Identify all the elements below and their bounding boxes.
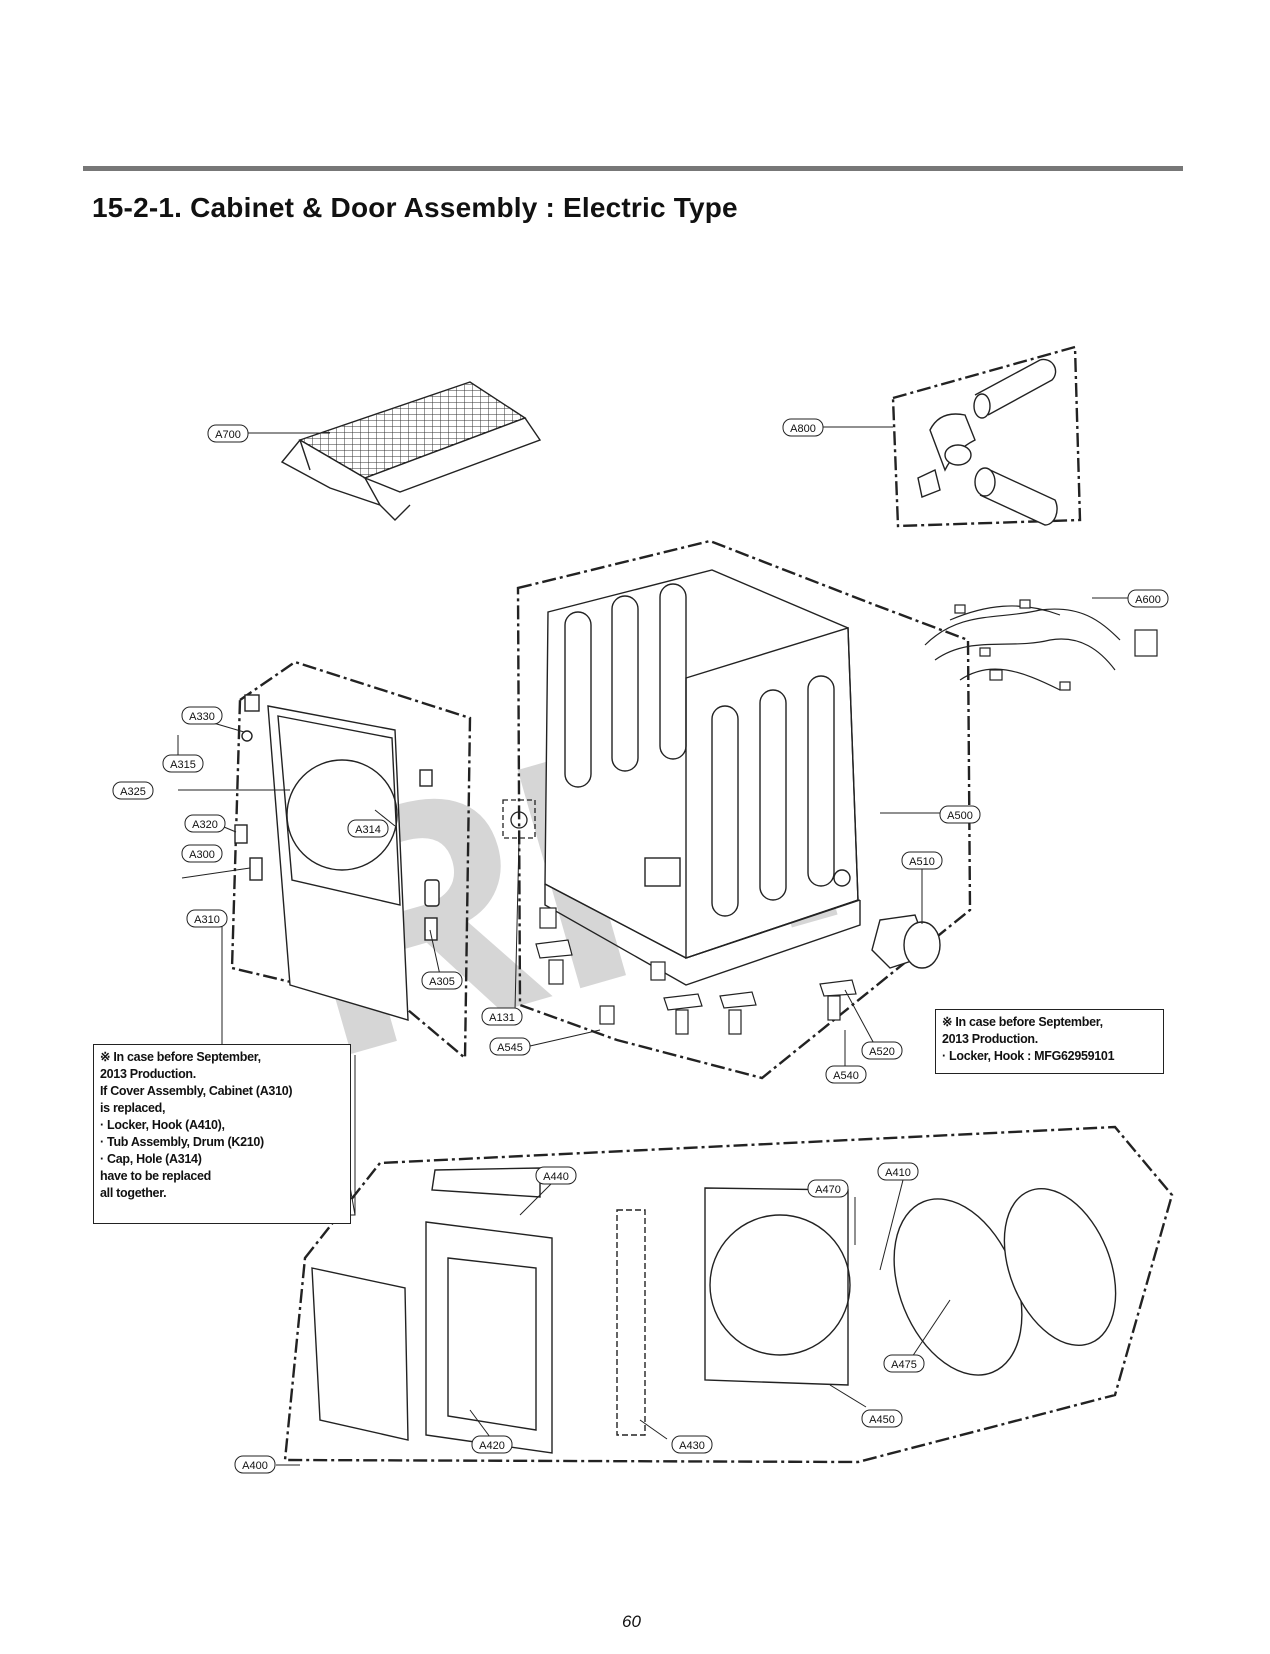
- svg-text:A510: A510: [909, 856, 935, 868]
- svg-text:A700: A700: [215, 429, 241, 441]
- callout-labels: A700 A800 A600 A500 A510 A330 A315 A325 …: [112, 418, 1169, 1474]
- svg-text:A540: A540: [833, 1070, 859, 1082]
- svg-text:A330: A330: [189, 711, 215, 723]
- svg-text:A315: A315: [170, 759, 196, 771]
- page-number: 60: [622, 1612, 641, 1631]
- svg-text:A325: A325: [120, 786, 146, 798]
- page-title: 15-2-1. Cabinet & Door Assembly : Electr…: [92, 192, 738, 223]
- callout-A450: A450: [861, 1409, 903, 1428]
- callout-A510: A510: [901, 851, 943, 870]
- svg-text:A520: A520: [869, 1046, 895, 1058]
- callout-A520: A520: [861, 1041, 903, 1060]
- svg-text:A450: A450: [869, 1414, 895, 1426]
- callout-A800: A800: [782, 418, 824, 437]
- door-assembly-part: [283, 1125, 1174, 1464]
- callout-A475: A475: [883, 1354, 925, 1373]
- svg-text:A300: A300: [189, 849, 215, 861]
- callout-A540: A540: [825, 1065, 867, 1084]
- svg-text:A470: A470: [815, 1184, 841, 1196]
- callout-A470: A470: [807, 1179, 849, 1198]
- callout-A314: A314: [347, 819, 389, 838]
- callout-A131: A131: [481, 1007, 523, 1026]
- vent-kit-part: [891, 345, 1082, 528]
- svg-text:A305: A305: [429, 976, 455, 988]
- front-cover-cabinet-part: [230, 660, 472, 1061]
- svg-text:A430: A430: [679, 1440, 705, 1452]
- svg-text:A314: A314: [355, 824, 381, 836]
- exhaust-duct-part: [871, 914, 941, 969]
- svg-text:A400: A400: [242, 1460, 268, 1472]
- svg-text:A131: A131: [489, 1012, 515, 1024]
- cabinet-part: [516, 539, 972, 1080]
- replacement-note-left: ※ In case before September, 2013 Product…: [93, 1044, 351, 1224]
- callout-A410: A410: [877, 1162, 919, 1181]
- svg-text:A420: A420: [479, 1440, 505, 1452]
- svg-text:A500: A500: [947, 810, 973, 822]
- wire-harness-part: [924, 599, 1158, 691]
- callout-A545: A545: [489, 1037, 531, 1056]
- callout-A440: A440: [535, 1166, 577, 1185]
- callout-A430: A430: [671, 1435, 713, 1454]
- left-leader-lines: [177, 721, 441, 1215]
- svg-text:A600: A600: [1135, 594, 1161, 606]
- callout-A310: A310: [186, 909, 228, 928]
- svg-text:A320: A320: [192, 819, 218, 831]
- callout-A320: A320: [184, 814, 226, 833]
- leveling-legs: [535, 907, 857, 1035]
- callout-A400: A400: [234, 1455, 276, 1474]
- callout-A325: A325: [112, 781, 154, 800]
- callout-A500: A500: [939, 805, 981, 824]
- door-leader-lines: [276, 1179, 951, 1466]
- callout-A420: A420: [471, 1435, 513, 1454]
- callout-A305: A305: [421, 971, 463, 990]
- callout-A300: A300: [181, 844, 223, 863]
- callout-A315: A315: [162, 754, 204, 773]
- callout-A330: A330: [181, 706, 223, 725]
- svg-text:A440: A440: [543, 1171, 569, 1183]
- replacement-note-right: ※ In case before September, 2013 Product…: [935, 1009, 1164, 1074]
- svg-text:A545: A545: [497, 1042, 523, 1054]
- drying-rack-part: [280, 381, 542, 521]
- callout-A700: A700: [207, 424, 249, 443]
- svg-text:A410: A410: [885, 1167, 911, 1179]
- A131-inset: [502, 799, 536, 839]
- header-rule: [83, 166, 1183, 171]
- svg-text:A800: A800: [790, 423, 816, 435]
- svg-text:A475: A475: [891, 1359, 917, 1371]
- svg-text:A310: A310: [194, 914, 220, 926]
- callout-A600: A600: [1127, 589, 1169, 608]
